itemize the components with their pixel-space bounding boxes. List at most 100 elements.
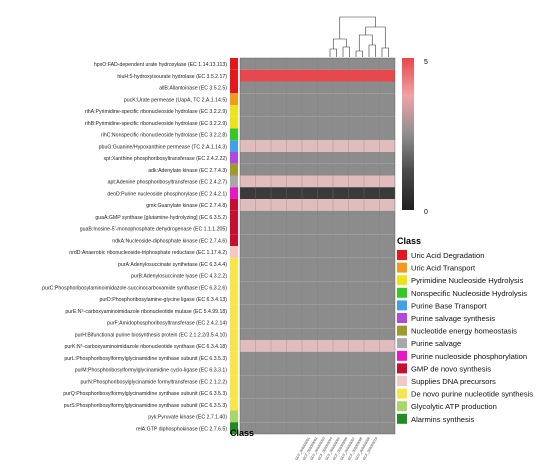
legend-swatch: [397, 401, 407, 412]
row-label: hiuH:5-hydroxyisourate hydrolase (EC 3.5…: [117, 74, 227, 80]
legend-label: Purine nucleoside phosphorylation: [411, 352, 527, 361]
row-label: purA:Adenylosuccinate synthetase (EC 6.3…: [118, 262, 227, 268]
colorbar-gradient: [402, 58, 414, 210]
row-label: apt:Adenine phosphoribosyltransferase (E…: [108, 180, 228, 186]
row-class-swatch: [230, 398, 238, 411]
row-label: adk:Adenylate kinase (EC 2.7.4.3): [148, 168, 227, 174]
row-class-swatch: [230, 316, 238, 329]
row-class-swatch: [230, 340, 238, 352]
row-label: nrdD:Anaerobic ribonucleoside-triphospha…: [69, 250, 227, 256]
row-label: rihA:Pyrimidine-specific ribonucleoside …: [85, 109, 227, 115]
row-label: purB:Adenylosuccinate lyase (EC 4.3.2.2): [131, 274, 227, 280]
row-label: purC:Phosphoribosylaminoimidazole-succin…: [42, 285, 227, 291]
row-class-swatch: [230, 152, 238, 164]
legend-swatch: [397, 287, 407, 298]
row-class-swatch: [230, 351, 238, 364]
row-class-swatch: [230, 128, 238, 141]
row-label: pbuG:Guanine/Hypoxanthine permease (TC 2…: [99, 144, 228, 150]
row-labels: hpxO:FAD-dependent urate hydroxylase (EC…: [42, 62, 227, 432]
legend-swatch: [397, 338, 407, 349]
row-label: purS:Phosphoribosylformylglycinamidine s…: [64, 403, 227, 409]
row-label: guaA:GMP synthase [glutamine-hydrolyzing…: [95, 215, 227, 221]
colorbar-tick-max: 5: [424, 59, 428, 66]
row-class-swatch: [230, 140, 238, 152]
row-label: purH:Bifunctional purine biosynthesis pr…: [75, 332, 228, 338]
legend-swatch: [397, 313, 407, 323]
dendrogram-branch: [358, 34, 373, 51]
grid-border: [239, 57, 396, 435]
dendrogram-branch: [339, 16, 376, 39]
dendrogram-branch: [332, 38, 347, 49]
legend-swatch: [397, 300, 407, 311]
legend-label: Purine salvage: [411, 339, 461, 348]
dendrogram-branch: [355, 50, 363, 57]
row-label: pucK:Urate permease (UapA, TC 2.A.1.14.5…: [124, 97, 227, 103]
row-class-swatch: [230, 281, 238, 293]
row-class-swatch: [230, 375, 238, 387]
row-label: deoD:Purine nucleoside phosphorylase (EC…: [107, 191, 227, 197]
row-class-bar: [230, 58, 238, 434]
legend-swatch: [397, 376, 407, 386]
legend-label: De novo purine nucleotide synthesis: [411, 390, 533, 399]
row-label: ndkA:Nucleoside-diphosphate kinase (EC 2…: [112, 238, 227, 244]
legend-swatch: [397, 350, 407, 361]
legend-swatch: [397, 262, 407, 273]
row-class-swatch: [230, 234, 238, 246]
row-label: guaB:Inosine-5'-monophosphate dehydrogen…: [80, 227, 227, 233]
legend-swatch: [397, 325, 407, 336]
legend-label: Alarmins synthesis: [411, 415, 475, 424]
colorbar-tick-min: 0: [424, 209, 428, 216]
legend-swatch: [397, 275, 407, 286]
legend-label: Uric Acid Transport: [411, 264, 476, 273]
row-class-swatch: [230, 269, 238, 282]
row-class-swatch: [230, 81, 238, 94]
row-class-swatch: [230, 304, 238, 317]
row-class-swatch: [230, 257, 238, 270]
legend-label: Glycolytic ATP production: [411, 402, 497, 411]
column-dendrogram: [329, 16, 389, 57]
colorbar: 50: [402, 58, 428, 216]
row-label: purM:Phosphoribosylformylglycinamidine c…: [75, 368, 228, 374]
row-label: purK:N⁵-carboxyaminoimidazole ribonucleo…: [65, 344, 228, 350]
row-class-swatch: [230, 69, 238, 82]
legend-label: Supplies DNA precursors: [411, 377, 496, 386]
row-label: rihC:Nonspecific ribonucleoside hydrolas…: [101, 133, 227, 139]
row-label: purN:Phosphoribosylglycinamide formyltra…: [81, 379, 228, 385]
legend-label: Nucleotide energy homeostasis: [411, 327, 517, 336]
row-class-swatch: [230, 246, 238, 258]
legend-swatch: [397, 413, 407, 424]
legend-label: Pyrimidine Nucleoside Hydrolysis: [411, 276, 523, 285]
row-class-swatch: [230, 363, 238, 376]
bottom-class-label: Class: [230, 428, 254, 438]
row-class-swatch: [230, 175, 238, 188]
row-class-swatch: [230, 422, 238, 434]
heatmap-grid: [239, 57, 396, 435]
dendrogram-branch: [368, 44, 376, 57]
legend-label: Purine Base Transport: [411, 301, 487, 310]
row-label: purE:N⁵-carboxyaminoimidazole ribonucleo…: [65, 309, 227, 315]
legend-label: GMP de novo synthesis: [411, 364, 491, 373]
row-class-swatch: [230, 328, 238, 340]
row-class-swatch: [230, 387, 238, 399]
row-label: allB:Allantoinase (EC 3.5.2.5): [159, 86, 227, 92]
row-class-swatch: [230, 199, 238, 211]
legend-swatch: [397, 250, 407, 260]
column-labels: GCF_000000001GCF_000000002GCF_000000003G…: [294, 436, 378, 461]
row-label: gmk:Guanylate kinase (EC 2.7.4.8): [146, 203, 227, 209]
row-label: pyk:Pyruvate kinase (EC 2.7.1.40): [148, 415, 227, 421]
row-label: purQ:Phosphoribosylformylglycinamidine s…: [63, 391, 227, 397]
legend-title: Class: [397, 236, 421, 246]
dendrogram-branch: [329, 48, 337, 57]
row-class-swatch: [230, 410, 238, 423]
row-class-swatch: [230, 58, 238, 70]
row-class-swatch: [230, 163, 238, 176]
legend-label: Purine salvage synthesis: [411, 314, 495, 323]
row-class-swatch: [230, 116, 238, 129]
row-class-swatch: [230, 93, 238, 105]
legend-label: Nonspecific Nucleoside Hydrolysis: [411, 289, 527, 298]
row-class-swatch: [230, 210, 238, 223]
row-label: hpxO:FAD-dependent urate hydroxylase (EC…: [94, 62, 227, 68]
row-label: relA:GTP diphosphokinase (EC 2.7.6.5): [136, 426, 227, 432]
row-label: purD:Phosphoribosylamine-glycine ligase …: [100, 297, 228, 303]
